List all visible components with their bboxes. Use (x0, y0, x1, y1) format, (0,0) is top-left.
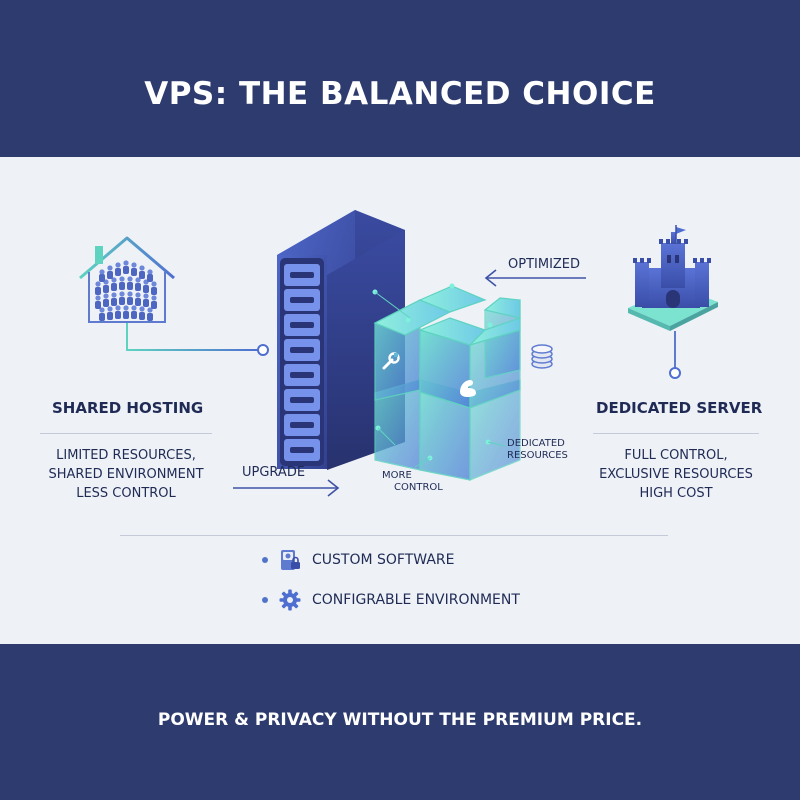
dedicated-resources-line-2: RESOURCES (507, 450, 568, 461)
shared-divider (40, 433, 212, 434)
optimized-label: OPTIMIZED (508, 257, 581, 272)
strength-icon (460, 380, 476, 397)
more-control-line-2: CONTROL (394, 482, 443, 493)
dedicated-server-heading: DEDICATED SERVER (596, 399, 763, 417)
footer-tagline: POWER & PRIVACY WITHOUT THE PREMIUM PRIC… (157, 710, 643, 730)
feature-custom-software: CUSTOM SOFTWARE (262, 548, 455, 572)
shared-connector-line (126, 323, 269, 356)
wrench-icon (382, 352, 400, 370)
dedicated-server-description: FULL CONTROL, EXCLUSIVE RESOURCES HIGH C… (587, 446, 765, 503)
more-control-line-1: MORE (382, 470, 412, 481)
dedicated-line-3: HIGH COST (639, 486, 713, 501)
header-banner: VPS: THE BALANCED CHOICE (0, 0, 800, 157)
custom-software-label: CUSTOM SOFTWARE (312, 552, 455, 568)
connector-lines (374, 291, 506, 468)
shared-line-3: LESS CONTROL (76, 486, 176, 501)
bullet-dot (262, 557, 268, 563)
coins-icon (531, 344, 553, 369)
shared-hosting-description: LIMITED RESOURCES, SHARED ENVIRONMENT LE… (40, 446, 212, 503)
castle-icon (628, 225, 718, 379)
footer-banner: POWER & PRIVACY WITHOUT THE PREMIUM PRIC… (0, 644, 800, 800)
shared-hosting-heading: SHARED HOSTING (52, 399, 204, 417)
features-divider (120, 535, 668, 536)
shared-house-icon (79, 236, 175, 323)
feature-configurable-environment: CONFIGRABLE ENVIRONMENT (262, 588, 520, 612)
dedicated-line-1: FULL CONTROL, (624, 448, 728, 463)
shared-line-2: SHARED ENVIRONMENT (48, 467, 204, 482)
dedicated-line-2: EXCLUSIVE RESOURCES (599, 467, 753, 482)
page-title: VPS: THE BALANCED CHOICE (144, 76, 656, 112)
vps-cube-cluster (372, 283, 521, 481)
configrable-environment-label: CONFIGRABLE ENVIRONMENT (312, 592, 520, 608)
dedicated-divider (593, 433, 759, 434)
dedicated-resources-line-1: DEDICATED (507, 438, 565, 449)
bullet-dot (262, 597, 268, 603)
server-tower-icon (277, 210, 405, 470)
upgrade-arrow (233, 479, 340, 497)
more-control-label: MORE CONTROL (382, 470, 443, 494)
gear-icon (279, 589, 301, 611)
shared-line-1: LIMITED RESOURCES, (56, 448, 196, 463)
dedicated-resources-label: DEDICATED RESOURCES (507, 438, 568, 462)
upgrade-label: UPGRADE (242, 465, 306, 480)
hdd-lock-icon (281, 550, 300, 570)
optimized-arrow (484, 269, 586, 287)
